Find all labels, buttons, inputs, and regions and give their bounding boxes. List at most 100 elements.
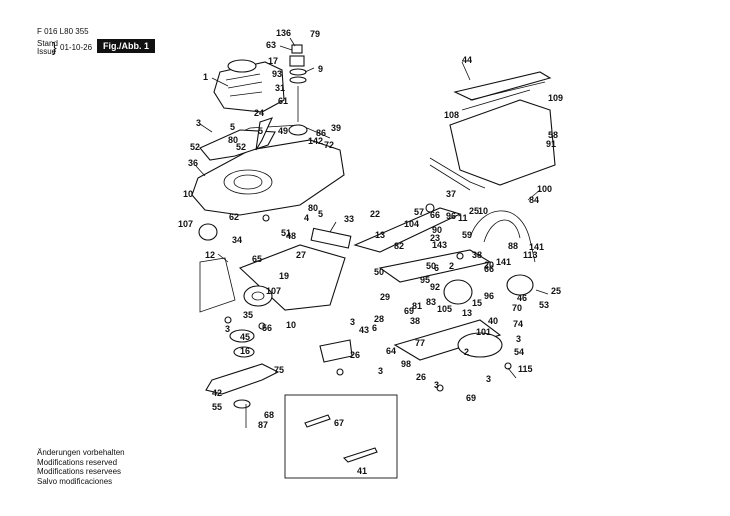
callout-13: 13 xyxy=(375,230,385,240)
callout-53: 53 xyxy=(539,300,549,310)
fasteners-part xyxy=(224,203,512,392)
note-de: Änderungen vorbehalten xyxy=(37,448,125,457)
callout-9: 9 xyxy=(318,64,323,74)
callout-2: 2 xyxy=(464,347,469,357)
callout-52: 52 xyxy=(236,142,246,152)
callout-45: 45 xyxy=(240,332,250,342)
callout-59: 59 xyxy=(462,230,472,240)
callout-5: 5 xyxy=(230,122,235,132)
callout-81: 81 xyxy=(412,301,422,311)
callout-55: 55 xyxy=(212,402,222,412)
callout-77: 77 xyxy=(415,338,425,348)
callout-25: 25 xyxy=(469,206,479,216)
callout-35: 35 xyxy=(243,310,253,320)
callout-44: 44 xyxy=(462,55,472,65)
callout-6: 6 xyxy=(434,263,439,273)
callout-24: 24 xyxy=(254,108,264,118)
spanner-41-icon xyxy=(342,447,378,463)
callout-143: 143 xyxy=(432,240,447,250)
callout-109: 109 xyxy=(548,93,563,103)
callout-42: 42 xyxy=(212,388,222,398)
callout-54: 54 xyxy=(514,347,524,357)
blade-part xyxy=(205,329,280,428)
callout-96: 96 xyxy=(484,291,494,301)
stand-label: Stand xyxy=(37,39,58,48)
callout-87: 87 xyxy=(258,420,268,430)
spanner-67-icon xyxy=(304,414,331,428)
callout-50: 50 xyxy=(374,267,384,277)
callout-70: 70 xyxy=(512,303,522,313)
callout-39: 39 xyxy=(331,123,341,133)
callout-113: 113 xyxy=(523,250,538,260)
callout-84: 84 xyxy=(529,195,539,205)
callout-48: 48 xyxy=(286,231,296,241)
callout-66: 66 xyxy=(430,210,440,220)
callout-49: 49 xyxy=(278,126,288,136)
callout-136: 136 xyxy=(276,28,291,38)
callout-33: 33 xyxy=(344,214,354,224)
callout-36: 36 xyxy=(188,158,198,168)
issue-label: Issue xyxy=(37,47,57,56)
callout-37: 37 xyxy=(446,189,456,199)
callout-100: 100 xyxy=(537,184,552,194)
callout-101: 101 xyxy=(476,327,491,337)
callout-43: 43 xyxy=(359,325,369,335)
callout-92: 92 xyxy=(430,282,440,292)
callout-50: 50 xyxy=(426,261,436,271)
note-fr: Modifications reservees xyxy=(37,467,122,476)
callout-80: 80 xyxy=(308,203,318,213)
callout-52: 52 xyxy=(190,142,200,152)
callout-115: 115 xyxy=(518,364,533,374)
callout-12: 12 xyxy=(205,250,215,260)
callout-3: 3 xyxy=(516,334,521,344)
callout-61: 61 xyxy=(278,96,288,106)
callout-13: 13 xyxy=(462,308,472,318)
callout-90: 90 xyxy=(432,225,442,235)
callout-38: 38 xyxy=(472,250,482,260)
callout-74: 74 xyxy=(513,319,523,329)
callout-91: 91 xyxy=(546,139,556,149)
callout-105: 105 xyxy=(437,304,452,314)
callout-3: 3 xyxy=(350,317,355,327)
callout-82: 82 xyxy=(394,241,404,251)
callout-20: 20 xyxy=(484,260,494,270)
callout-58: 58 xyxy=(548,130,558,140)
callout-17: 17 xyxy=(268,56,278,66)
callout-23: 23 xyxy=(430,233,440,243)
callout-3: 3 xyxy=(378,366,383,376)
callout-11: 11 xyxy=(458,213,468,223)
handle-part xyxy=(198,117,352,313)
callout-64: 64 xyxy=(386,346,396,356)
callout-3: 3 xyxy=(196,118,201,128)
callout-3: 3 xyxy=(225,324,230,334)
callout-3: 3 xyxy=(434,380,439,390)
callout-62: 62 xyxy=(229,212,239,222)
mower-deck-part xyxy=(191,124,345,216)
callout-26: 26 xyxy=(416,372,426,382)
callout-68: 68 xyxy=(264,410,274,420)
callout-79: 79 xyxy=(310,29,320,39)
callout-28: 28 xyxy=(374,314,384,324)
callout-16: 16 xyxy=(240,346,250,356)
callout-3: 3 xyxy=(486,374,491,384)
callout-46: 46 xyxy=(517,293,527,303)
callout-104: 104 xyxy=(404,219,419,229)
notes-block: Änderungen vorbehalten Modifications res… xyxy=(37,448,125,486)
callout-56: 56 xyxy=(262,323,272,333)
tools-inset-box xyxy=(284,394,398,479)
callout-10: 10 xyxy=(478,206,488,216)
callout-67: 67 xyxy=(334,418,344,428)
callout-66: 66 xyxy=(484,264,494,274)
leader-lines xyxy=(195,37,549,379)
callout-29: 29 xyxy=(380,292,390,302)
callout-40: 40 xyxy=(488,316,498,326)
callout-83: 83 xyxy=(426,297,436,307)
callout-95: 95 xyxy=(420,275,430,285)
callout-75: 75 xyxy=(274,365,284,375)
note-es: Salvo modificaciones xyxy=(37,476,113,486)
callout-2: 2 xyxy=(449,261,454,271)
callout-88: 88 xyxy=(508,241,518,251)
callout-31: 31 xyxy=(275,83,285,93)
callout-38: 38 xyxy=(410,316,420,326)
